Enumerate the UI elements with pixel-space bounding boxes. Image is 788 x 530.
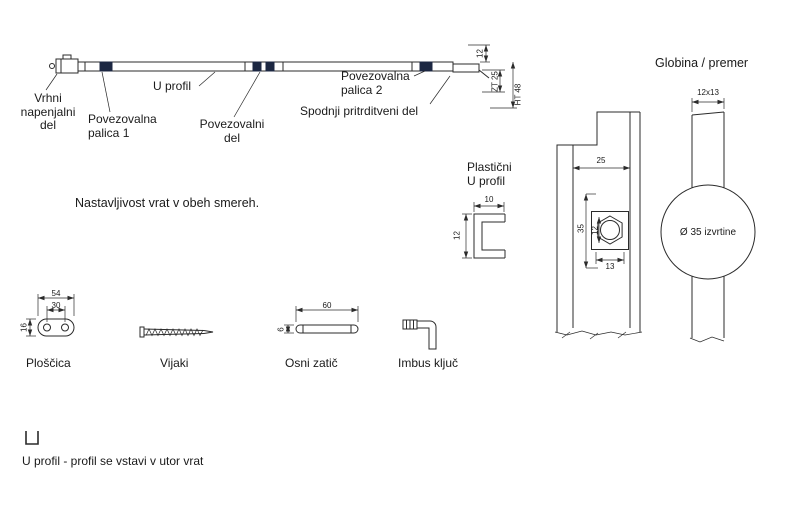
dim-plastic-u-width-10: 10 — [484, 195, 494, 204]
label-connecting-rod-1: Povezovalna palica 1 — [88, 112, 157, 140]
dim-rod-offset-12: 12 — [475, 49, 485, 58]
plastic-u-profile-drawing — [462, 202, 506, 259]
label-top-tensioner: Vrhni napenjalni del — [20, 91, 76, 132]
dim-door-hex-12: 12 — [590, 226, 600, 235]
dim-plastic-u-height-12: 12 — [452, 231, 462, 240]
heading-depth-diameter: Globina / premer — [655, 56, 749, 70]
dim-door-depth-35: 35 — [576, 224, 586, 233]
label-u-profile: U profil — [153, 79, 192, 93]
dim-bore-12x13: 12x13 — [697, 88, 719, 97]
label-bottom-fixing: Spodnji pritrditveni del — [300, 104, 419, 118]
leader-lines — [45, 70, 451, 118]
label-connector: Povezovalni del — [199, 117, 265, 145]
screw-drawing — [139, 326, 214, 338]
plate-drawing — [26, 294, 75, 337]
dim-plate-length-54: 54 — [51, 289, 61, 298]
bore-drawing — [660, 98, 756, 343]
dim-plate-holes-30: 30 — [51, 301, 61, 310]
dim-rod-zt-25: ZT 25 — [490, 71, 500, 92]
label-bore-diameter: Ø 35 izvrtine — [679, 227, 737, 238]
note-adjustability: Nastavljivost vrat v obeh smereh. — [75, 196, 260, 210]
label-plastic-u-profile: Plastični U profil — [467, 160, 512, 188]
dim-pin-diameter-6: 6 — [276, 327, 286, 332]
dim-door-bottom-13: 13 — [605, 262, 615, 271]
label-screws: Vijaki — [160, 356, 189, 370]
dim-rod-ht-48: HT 48 — [513, 83, 523, 106]
dim-pin-length-60: 60 — [322, 301, 332, 310]
pin-drawing — [284, 306, 359, 334]
label-plate: Ploščica — [26, 356, 71, 370]
allen-key-drawing — [402, 319, 437, 350]
dim-door-groove-25: 25 — [596, 156, 606, 165]
u-profile-icon — [25, 431, 39, 445]
door-section-drawing — [554, 111, 643, 340]
footer-note: U profil - profil se vstavi v utor vrat — [22, 454, 204, 468]
label-pin: Osni zatič — [285, 356, 338, 370]
rod-assembly-drawing — [49, 54, 490, 79]
rod-dimension-lines — [468, 44, 517, 109]
dim-plate-width-16: 16 — [19, 323, 29, 332]
label-connecting-rod-2: Povezovalna palica 2 — [341, 69, 410, 97]
label-allen-key: Imbus ključ — [398, 356, 459, 370]
